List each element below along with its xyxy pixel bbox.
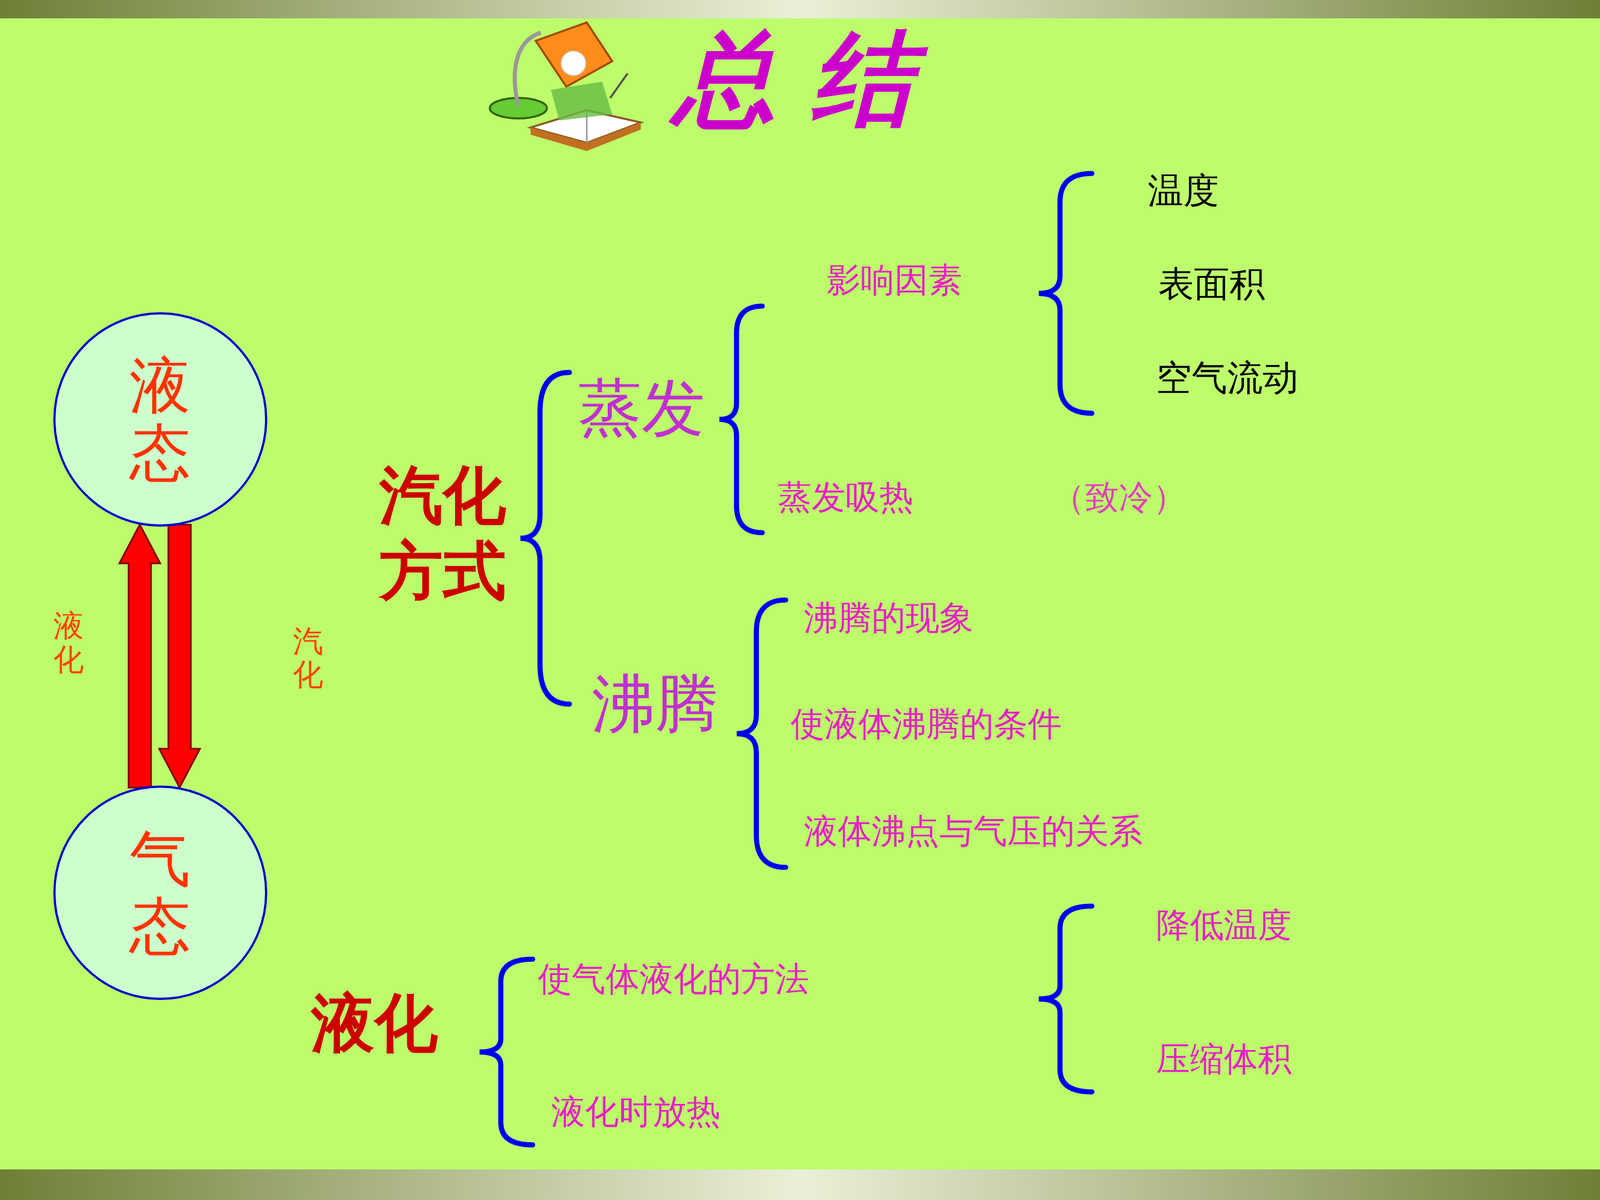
curly-bracket bbox=[1038, 906, 1093, 1092]
tree-label: 液化时放热 bbox=[551, 1092, 721, 1132]
tree-label: 液体沸点与气压的关系 bbox=[803, 812, 1143, 852]
curly-bracket bbox=[736, 600, 786, 868]
tree-label: 使液体沸腾的条件 bbox=[790, 705, 1062, 744]
tree-label: 蒸发 bbox=[578, 371, 705, 445]
title: 总 结 bbox=[673, 21, 914, 139]
curly-bracket bbox=[719, 306, 763, 533]
tree-label: 沸腾的现象 bbox=[803, 598, 974, 638]
tree-label: 液化 bbox=[311, 987, 438, 1060]
state-circle: 液态 bbox=[53, 312, 268, 527]
tree-label: 空气流动 bbox=[1156, 357, 1299, 399]
lamp-icon bbox=[490, 22, 642, 151]
tree-label: 沸腾 bbox=[591, 667, 719, 741]
curly-bracket bbox=[520, 372, 570, 704]
tree-label: 降低温度 bbox=[1156, 906, 1292, 945]
bottom-bar bbox=[0, 1169, 1600, 1200]
tree-label: 蒸发吸热 bbox=[777, 478, 914, 518]
tree-label: 使气体液化的方法 bbox=[537, 960, 809, 999]
tree-label: 影响因素 bbox=[826, 261, 963, 300]
block-arrow bbox=[159, 525, 200, 788]
state-name: 气态 bbox=[129, 825, 191, 960]
tree-label: （致冷） bbox=[1051, 478, 1187, 518]
edge-label: 液化 bbox=[53, 609, 84, 677]
curly-bracket bbox=[479, 959, 533, 1145]
state-circle: 气态 bbox=[53, 785, 268, 1000]
block-arrow bbox=[119, 524, 160, 788]
tree-label: 汽化 方式 bbox=[379, 457, 519, 610]
state-name: 液态 bbox=[129, 352, 191, 487]
tree-label: 温度 bbox=[1147, 170, 1219, 212]
curly-bracket bbox=[1038, 173, 1093, 414]
edge-label: 汽化 bbox=[292, 624, 324, 692]
top-bar bbox=[0, 0, 1600, 19]
tree-label: 压缩体积 bbox=[1156, 1040, 1292, 1079]
tree-label: 表面积 bbox=[1158, 263, 1265, 305]
